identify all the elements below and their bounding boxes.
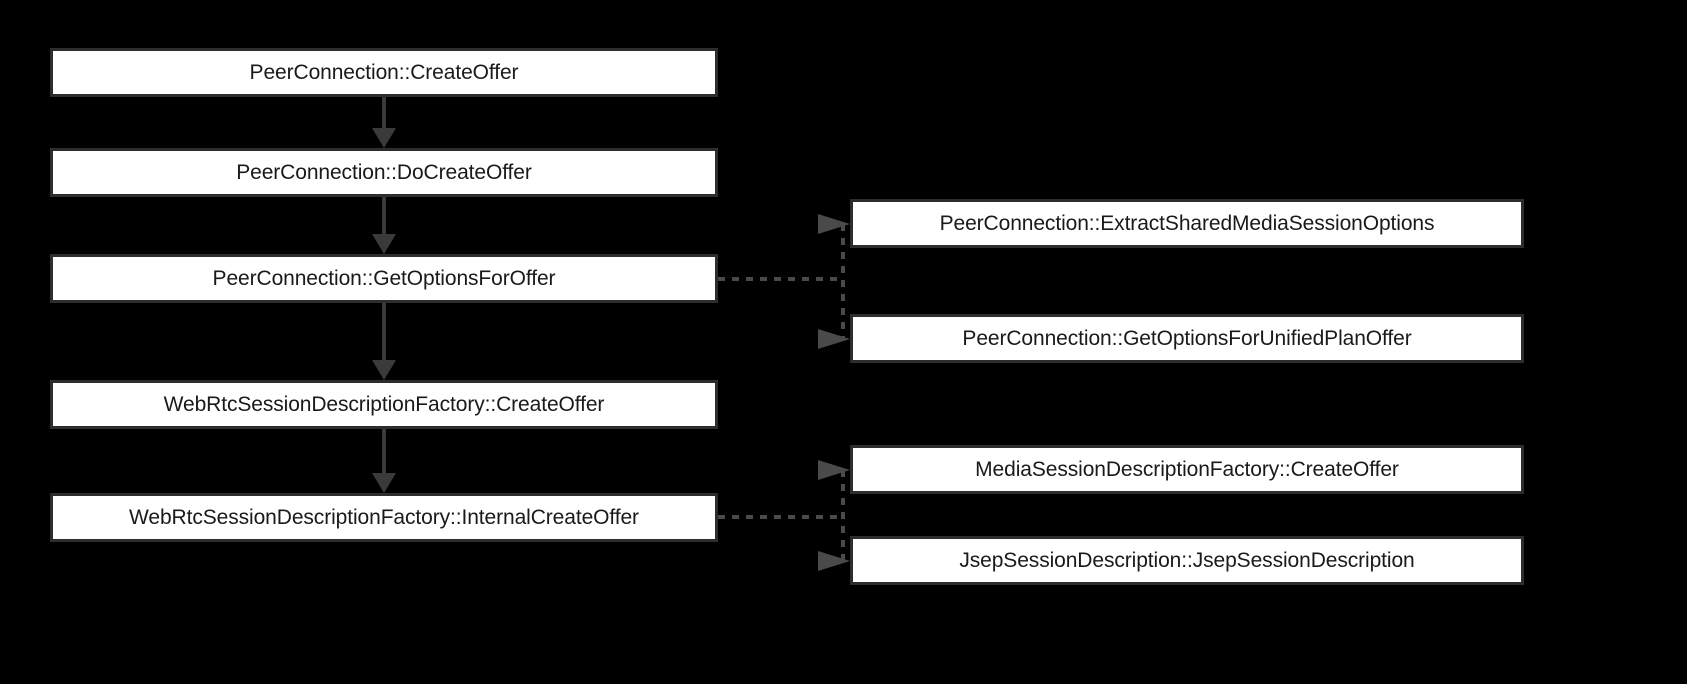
node-peerconnection-getoptionsforoffer[interactable]: PeerConnection::GetOptionsForOffer (50, 254, 718, 303)
node-webrtcsessiondescriptionfactory-createoffer[interactable]: WebRtcSessionDescriptionFactory::CreateO… (50, 380, 718, 429)
node-peerconnection-docreateoffer[interactable]: PeerConnection::DoCreateOffer (50, 148, 718, 197)
node-peerconnection-createoffer[interactable]: PeerConnection::CreateOffer (50, 48, 718, 97)
node-jsepsessiondescription-jsepsessiondescription[interactable]: JsepSessionDescription::JsepSessionDescr… (850, 536, 1524, 585)
edge-create-offer-to-do-create-offer (372, 97, 396, 148)
node-peerconnection-extractsharedmediasessionoptions[interactable]: PeerConnection::ExtractSharedMediaSessio… (850, 199, 1524, 248)
edge-webrtc-create-offer-to-internal-create-offer (372, 429, 396, 493)
edge-internal-create-offer-branch (718, 460, 850, 571)
edge-get-options-to-webrtc-create-offer (372, 303, 396, 380)
edge-get-options-branch (718, 214, 850, 349)
node-peerconnection-getoptionsforunifiedplanoffer[interactable]: PeerConnection::GetOptionsForUnifiedPlan… (850, 314, 1524, 363)
node-webrtcsessiondescriptionfactory-internalcreateoffer[interactable]: WebRtcSessionDescriptionFactory::Interna… (50, 493, 718, 542)
node-mediasessiondescriptionfactory-createoffer[interactable]: MediaSessionDescriptionFactory::CreateOf… (850, 445, 1524, 494)
edge-do-create-offer-to-get-options (372, 197, 396, 254)
